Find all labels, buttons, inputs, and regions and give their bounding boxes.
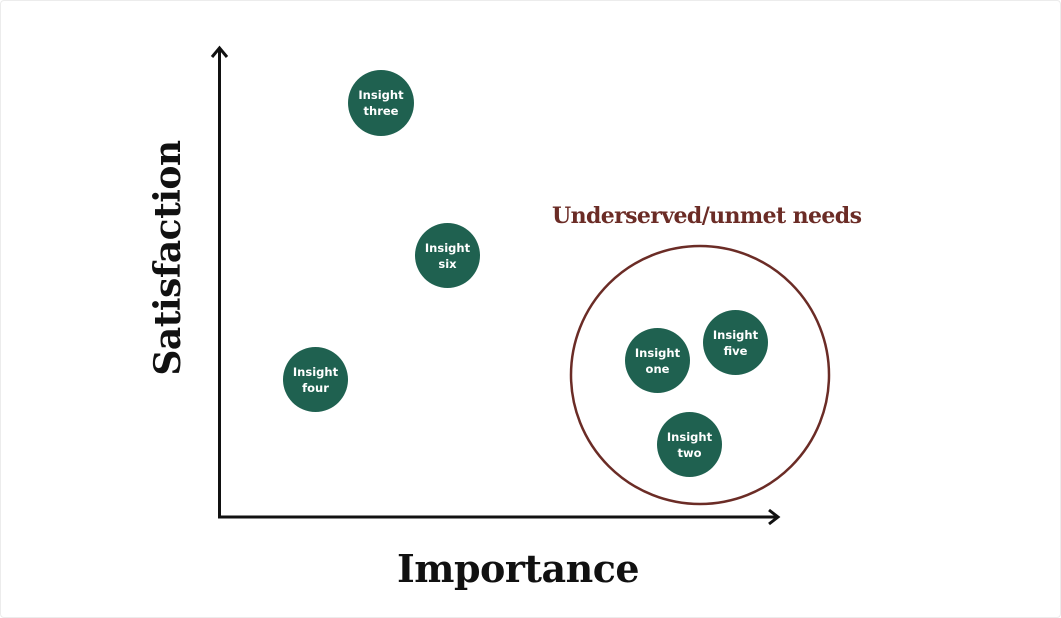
underserved-group-label: Underserved/unmet needs — [552, 203, 862, 229]
x-axis-label: Importance — [396, 546, 640, 591]
bubble-insight-two[interactable]: Insight two — [657, 412, 722, 477]
bubble-insight-four[interactable]: Insight four — [283, 347, 348, 412]
bubble-insight-five[interactable]: Insight five — [703, 310, 768, 375]
bubble-insight-one[interactable]: Insight one — [625, 328, 690, 393]
bubble-label-line1: Insight — [424, 240, 471, 255]
bubble-label-line1: Insight — [634, 345, 681, 360]
bubble-insight-six[interactable]: Insight six — [415, 223, 480, 288]
bubble-label-line2: five — [723, 343, 748, 358]
bubble-label-line2: one — [645, 361, 670, 376]
bubble-label-line1: Insight — [712, 327, 759, 342]
bubble-insight-three[interactable]: Insight three — [348, 70, 414, 136]
bubble-label-line2: four — [302, 380, 329, 395]
bubble-label-line2: six — [438, 256, 457, 271]
bubble-label-line2: two — [677, 445, 702, 460]
bubble-label-line1: Insight — [358, 88, 404, 102]
underserved-group-circle — [569, 244, 831, 506]
bubble-label-line2: three — [363, 104, 399, 118]
bubble-label-line1: Insight — [292, 364, 339, 379]
x-axis-arrow-icon — [768, 508, 781, 526]
y-axis-arrow-icon — [210, 45, 229, 58]
y-axis-label: Satisfaction — [147, 140, 189, 376]
bubble-label-line1: Insight — [666, 429, 713, 444]
